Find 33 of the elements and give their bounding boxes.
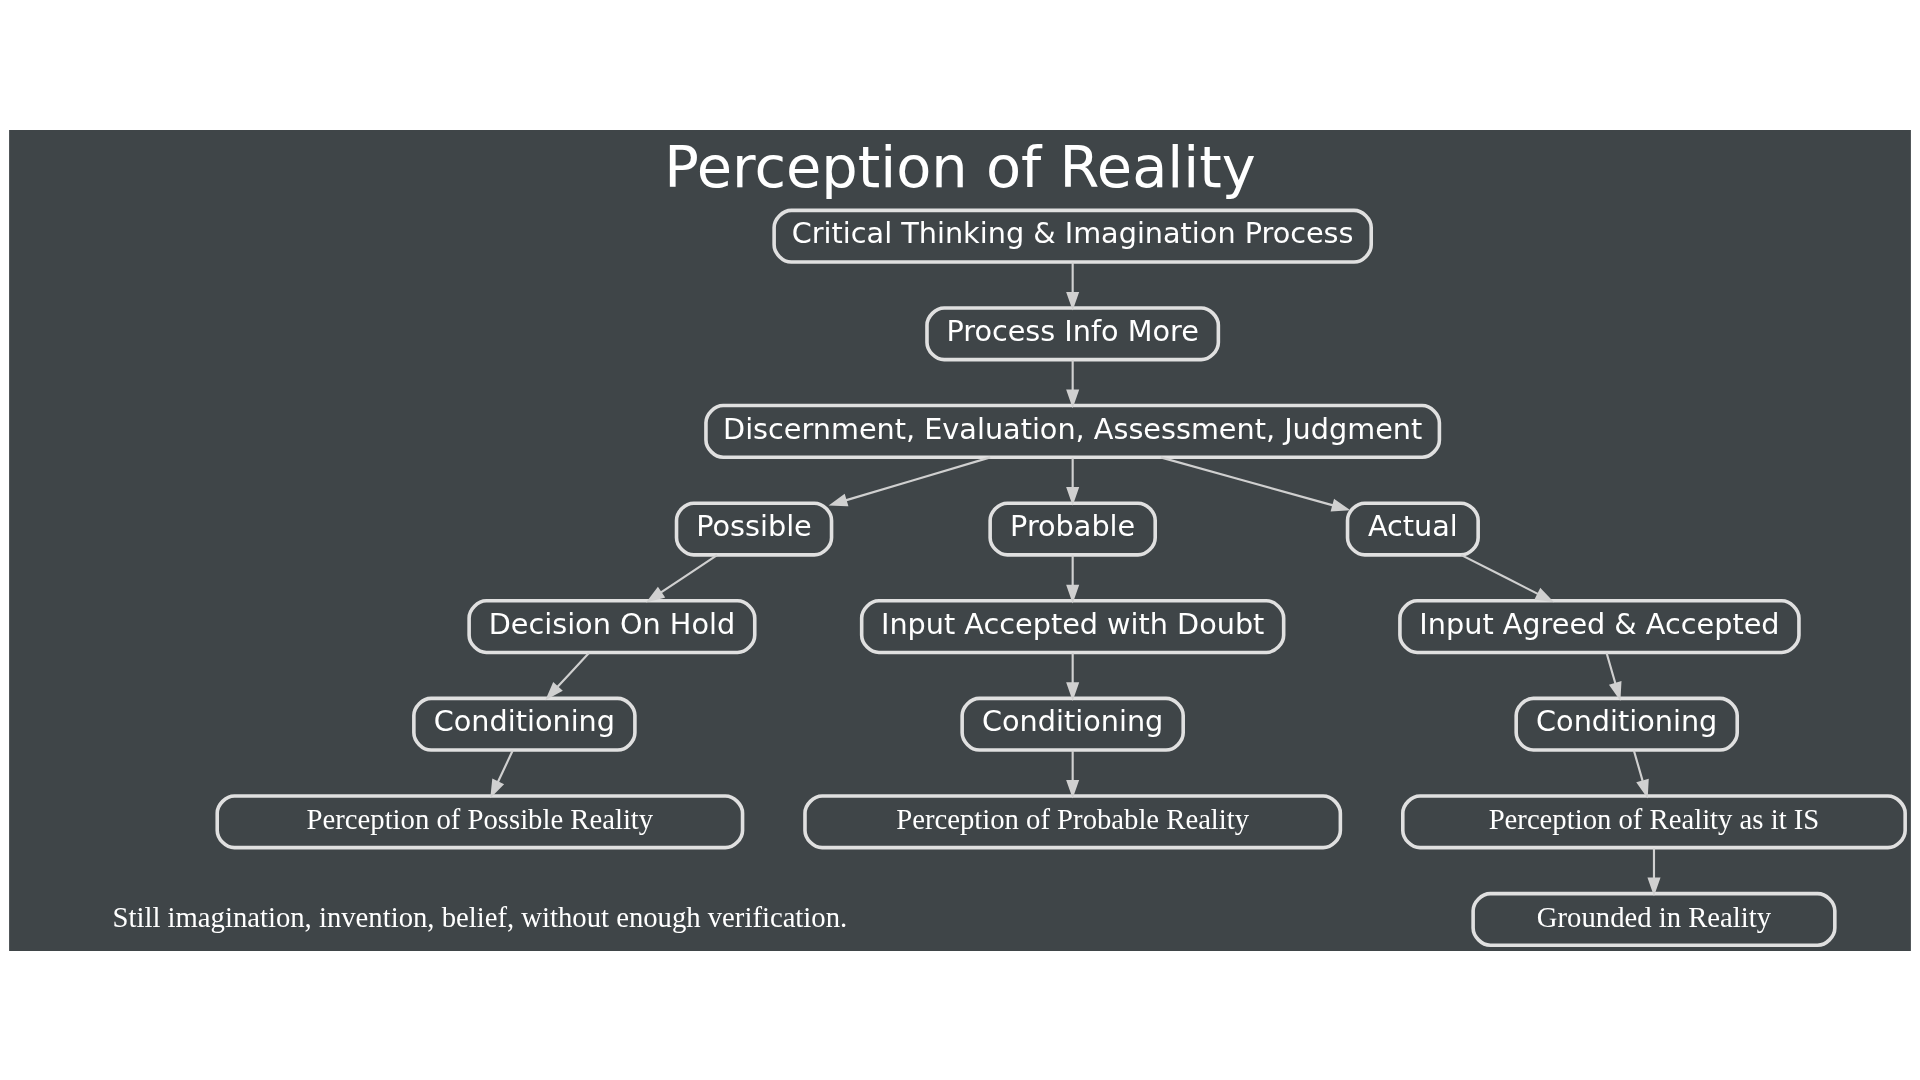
node-box: Critical Thinking & Imagination Process	[772, 208, 1373, 264]
node-box: Perception of Possible Reality	[215, 793, 745, 849]
label: Still imagination, invention, belief, without enough verification.	[112, 900, 848, 933]
arrow	[545, 651, 590, 700]
arrow	[1647, 847, 1661, 896]
node-box: Input Accepted with Doubt	[859, 598, 1286, 654]
node-box: Discernment, Evaluation, Assessment, Judgment	[704, 403, 1442, 459]
arrow	[646, 553, 718, 602]
arrow	[1632, 749, 1649, 798]
arrow	[1160, 455, 1351, 511]
arrow	[1605, 652, 1622, 701]
node-box: Conditioning	[1514, 696, 1739, 752]
node-box: Conditioning	[960, 696, 1185, 752]
node-box: Conditioning	[412, 696, 637, 752]
arrow	[1066, 457, 1080, 506]
arrow	[1066, 652, 1080, 701]
arrow	[1066, 750, 1080, 799]
node-box: Process Info More	[925, 305, 1221, 361]
arrow	[490, 749, 514, 798]
node-box: Actual	[1345, 500, 1480, 557]
node-box: Possible	[674, 500, 834, 557]
node-box: Perception of Probable Reality	[803, 793, 1343, 849]
node-box: Decision On Hold	[467, 598, 757, 654]
node-box: Input Agreed & Accepted	[1398, 598, 1801, 654]
arrow	[1460, 553, 1555, 602]
arrow	[1066, 359, 1080, 408]
node-box: Grounded in Reality	[1471, 891, 1837, 947]
arrow	[828, 455, 991, 506]
node-box: Probable	[988, 500, 1157, 557]
arrow	[1066, 554, 1080, 603]
arrow	[1066, 262, 1080, 311]
node-box: Perception of Reality as it IS	[1401, 793, 1907, 849]
diagram-title: Perception of Reality	[664, 133, 1256, 201]
